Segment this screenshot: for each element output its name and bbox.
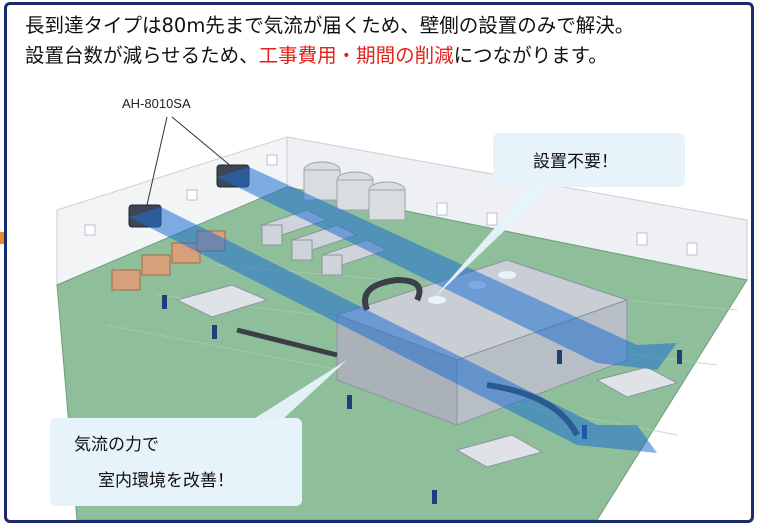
callout-no-install-text: 設置不要！: [533, 152, 618, 172]
headline: 長到達タイプは80m先まで気流が届くため、壁側の設置のみで解決。 設置台数が減ら…: [25, 11, 634, 71]
side-accent-tab: [0, 232, 6, 244]
headline-line-2-suffix: につながります。: [453, 44, 608, 67]
callout-pointer: [252, 360, 347, 420]
airflow-beam: [129, 207, 657, 453]
headline-line-2-prefix: 設置台数が減らせるため、: [25, 44, 259, 67]
headline-line-2: 設置台数が減らせるため、工事費用・期間の削減につながります。: [25, 41, 634, 71]
wall-window: [266, 154, 278, 166]
wall-window: [436, 202, 448, 216]
airflow-beam: [217, 167, 677, 370]
label-pointer: [171, 116, 233, 168]
wall-window: [186, 189, 198, 201]
work-tables: [175, 284, 679, 468]
wall-window: [84, 224, 96, 236]
label-pointer: [146, 116, 168, 206]
callout-airflow-line-2: 室内環境を改善！: [98, 471, 234, 491]
infographic-frame: 長到達タイプは80m先まで気流が届くため、壁側の設置のみで解決。 設置台数が減ら…: [4, 2, 754, 523]
callout-airflow: 気流の力で 室内環境を改善！: [50, 418, 302, 506]
headline-highlight: 工事費用・期間の削減: [258, 44, 454, 67]
model-label: AH-8010SA: [122, 96, 191, 111]
conveyor-belt: [236, 327, 338, 358]
wall-window: [636, 232, 648, 246]
wall-window: [686, 242, 698, 256]
callout-airflow-line-1: 気流の力で: [74, 435, 159, 455]
callout-no-install: 設置不要！: [493, 133, 685, 187]
callout-pointer: [432, 185, 552, 300]
conveyor-belt: [362, 276, 423, 312]
wall-window: [486, 212, 498, 226]
headline-line-1: 長到達タイプは80m先まで気流が届くため、壁側の設置のみで解決。: [25, 14, 635, 37]
